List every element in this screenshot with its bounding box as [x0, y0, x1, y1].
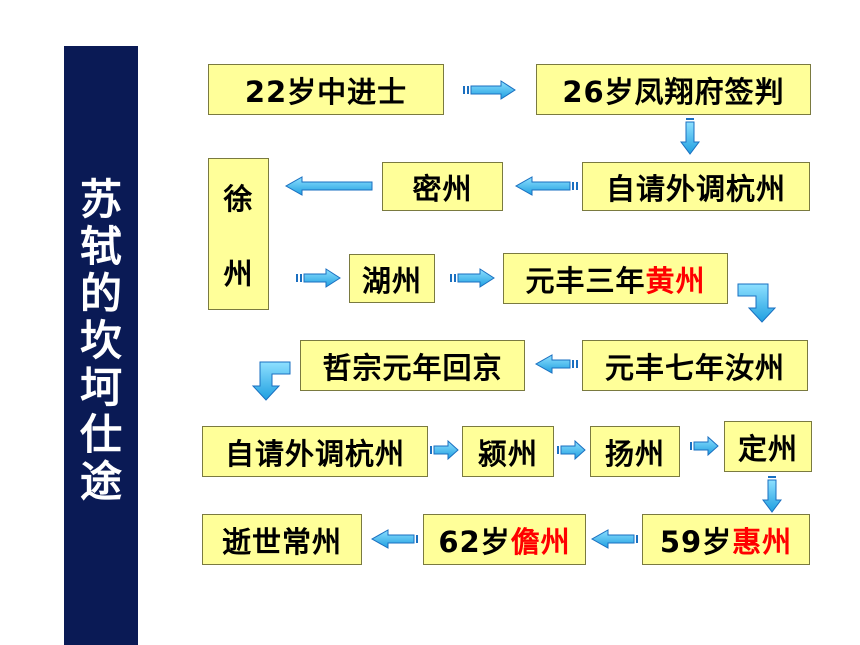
arrow-down-icon [680, 118, 700, 155]
arrow-right-icon [463, 80, 516, 100]
node-label: 元丰七年汝州 [604, 350, 785, 385]
node-highlight: 黄州 [645, 263, 706, 298]
node-yingzhou: 颍州 [462, 426, 554, 477]
node-char: 州 [223, 256, 254, 291]
node-label: 逝世常州 [221, 524, 342, 559]
arrow-left-icon [590, 529, 638, 549]
node-label: 元丰三年 [525, 263, 646, 298]
node-label: 26岁凤翔府签判 [562, 74, 785, 109]
node-xuzhou: 徐 州 [208, 158, 269, 310]
node-label: 扬州 [604, 436, 665, 471]
node-hangzhou-1: 自请外调杭州 [582, 162, 810, 211]
node-label: 22岁中进士 [244, 74, 408, 109]
arrow-bent-down-icon [737, 283, 777, 323]
node-yangzhou: 扬州 [590, 426, 680, 477]
node-label: 密州 [412, 171, 473, 206]
node-jinshi: 22岁中进士 [208, 64, 444, 115]
arrow-right-icon [557, 439, 586, 461]
title-sidebar: 苏 轼 的 坎 坷 仕 途 [64, 46, 138, 645]
arrow-right-icon [430, 439, 459, 461]
arrow-down-icon [762, 476, 782, 513]
arrow-right-icon [296, 268, 341, 288]
node-highlight: 惠州 [732, 524, 793, 559]
node-label: 颍州 [477, 436, 538, 471]
diagram-title: 苏 轼 的 坎 坷 仕 途 [79, 175, 122, 506]
node-ruzhou: 元丰七年汝州 [582, 340, 808, 391]
node-label: 哲宗元年回京 [322, 350, 503, 385]
node-label: 自请外调杭州 [605, 171, 786, 206]
node-hangzhou-2: 自请外调杭州 [202, 426, 428, 477]
node-danzhou: 62岁儋州 [423, 514, 586, 565]
node-jingshi: 哲宗元年回京 [300, 340, 525, 391]
node-label: 湖州 [361, 263, 422, 298]
node-label: 自请外调杭州 [224, 436, 405, 471]
node-changzhou: 逝世常州 [202, 514, 362, 565]
arrow-right-icon [450, 268, 495, 288]
node-fengxiang: 26岁凤翔府签判 [536, 64, 811, 115]
node-huangzhou: 元丰三年黄州 [503, 253, 728, 304]
node-dingzhou: 定州 [724, 421, 812, 472]
node-label: 62岁 [438, 524, 511, 559]
arrow-right-icon [690, 435, 719, 457]
arrow-left-icon [284, 176, 373, 196]
arrow-bent-down-icon [251, 361, 291, 401]
node-huizhou: 59岁惠州 [642, 514, 810, 565]
node-label: 定州 [737, 431, 798, 466]
node-mizhou: 密州 [382, 162, 503, 211]
node-label: 59岁 [659, 524, 733, 559]
node-highlight: 儋州 [510, 524, 571, 559]
arrow-left-icon [370, 529, 418, 549]
node-char: 徐 [223, 181, 254, 216]
arrow-left-icon [534, 354, 578, 374]
arrow-left-icon [514, 176, 578, 196]
node-huzhou: 湖州 [349, 254, 435, 303]
